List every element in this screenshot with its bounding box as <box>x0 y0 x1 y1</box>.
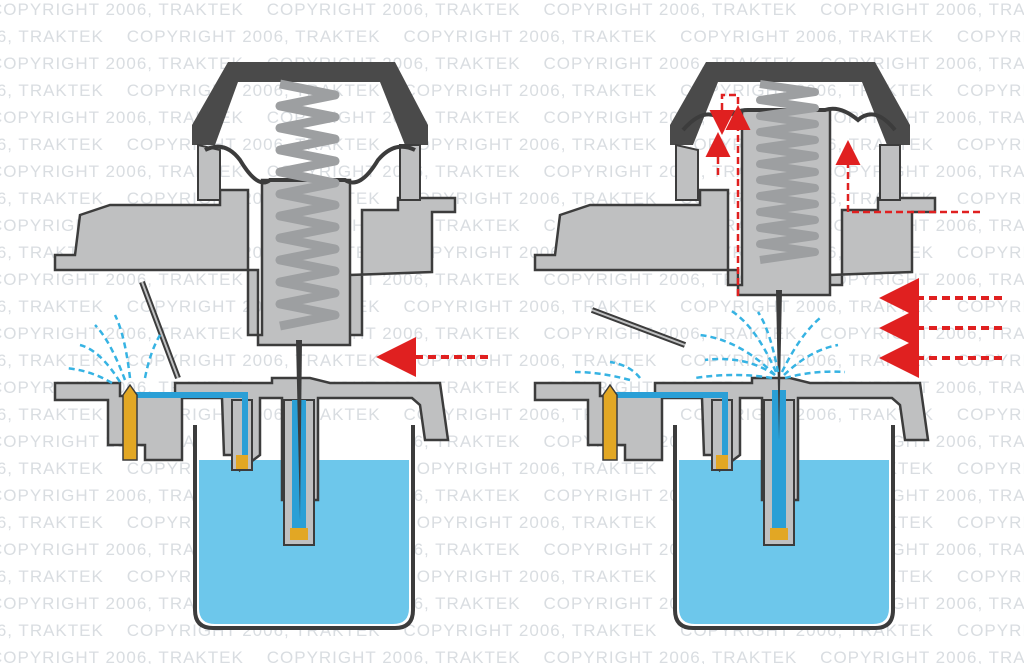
idle-mixture-screw <box>602 383 618 461</box>
vacuum-chamber-cap <box>670 62 910 145</box>
main-jet <box>770 528 788 540</box>
airflow-arrows <box>879 278 1002 378</box>
vacuum-path-arrows <box>705 93 980 296</box>
idle-fuel-passage <box>130 392 248 455</box>
carb-body-upper <box>53 178 457 347</box>
vacuum-spring <box>275 79 340 331</box>
jet-needle <box>296 340 302 520</box>
pilot-jet <box>716 455 728 469</box>
carb-body-upper <box>533 108 937 297</box>
main-jet <box>290 528 308 540</box>
idle-fuel-passage <box>610 392 728 455</box>
idle-fuel-spray <box>64 314 162 385</box>
carburetor-right-panel <box>533 62 1002 630</box>
idle-fuel-spray <box>574 360 641 382</box>
vacuum-chamber-cap <box>192 62 428 145</box>
jet-needle <box>776 290 782 440</box>
idle-mixture-screw <box>122 383 138 461</box>
main-jet-spray <box>694 308 846 380</box>
pilot-jet <box>236 455 248 469</box>
vacuum-spring <box>756 80 819 264</box>
carburetor-left-panel <box>53 62 488 630</box>
